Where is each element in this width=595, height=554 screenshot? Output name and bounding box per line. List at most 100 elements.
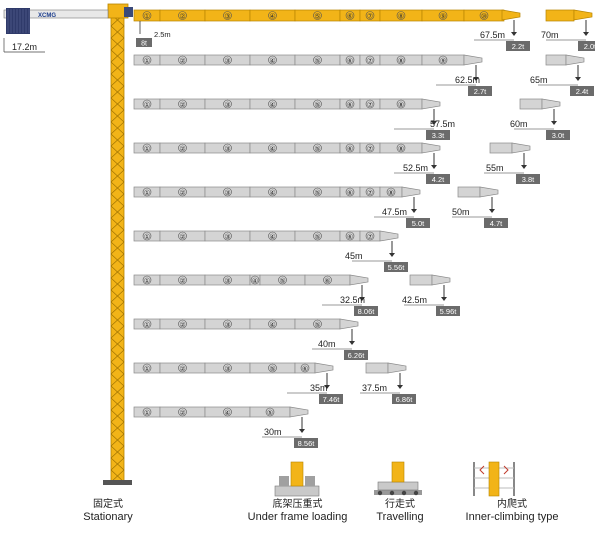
mast-body xyxy=(110,7,125,483)
segment-circle xyxy=(365,11,375,20)
segment-number: ① xyxy=(144,321,150,329)
segment-number: ② xyxy=(179,146,185,153)
mast-brace xyxy=(110,241,125,255)
segment-number: ④ xyxy=(269,101,275,109)
segment-number: ⑦ xyxy=(367,233,373,241)
jib-tip xyxy=(401,186,421,198)
caption-stationary-cn: 固定式 xyxy=(93,499,123,510)
wheel-icon xyxy=(377,490,383,496)
load-box xyxy=(294,438,318,448)
jib-row-4-tip-a: 52.5m4.2t xyxy=(394,142,450,184)
segment-circle xyxy=(142,143,152,153)
segment-number: ⑦ xyxy=(367,101,373,109)
radius-label: 60m xyxy=(510,119,528,129)
caption-stationary-en: Stationary xyxy=(83,511,133,523)
load-box xyxy=(354,306,378,316)
segment-circle xyxy=(345,55,355,65)
mast-stub xyxy=(391,461,405,483)
segment-number: ⑥ xyxy=(347,101,353,109)
radius-label: 70m xyxy=(541,30,559,40)
load-label: 6.26t xyxy=(348,351,366,360)
mast-brace xyxy=(110,301,125,315)
segment-number: ⑥ xyxy=(347,13,353,21)
mast-brace xyxy=(110,61,125,75)
mast-brace xyxy=(110,193,125,207)
segment-circle xyxy=(142,99,152,109)
jib-row-2-tip-b xyxy=(545,54,567,66)
segment-number: ⑤ xyxy=(314,13,320,21)
segment-number: ⑦ xyxy=(367,145,373,153)
load-label: 2.0t xyxy=(584,42,595,51)
jib-tip xyxy=(289,406,309,418)
segment-circle xyxy=(365,99,375,109)
segment-number: ④ xyxy=(269,13,275,21)
caption-travelling-en: Travelling xyxy=(376,511,424,523)
segment-circle xyxy=(223,363,232,373)
jib-segment xyxy=(489,142,513,154)
load-box xyxy=(319,394,343,404)
segment-number: ⑤ xyxy=(314,101,320,109)
segment-circle xyxy=(313,55,322,65)
mast-brace xyxy=(110,121,125,135)
frame-base xyxy=(274,485,320,497)
radius-label: 47.5m xyxy=(382,207,407,217)
segment-number: ④ xyxy=(269,189,275,197)
segment-number: ⑤ xyxy=(267,409,273,417)
hook-icon xyxy=(411,209,417,213)
segment-circle xyxy=(178,55,187,65)
segment-circle xyxy=(265,407,275,417)
load-label: 5.0t xyxy=(412,219,425,228)
segment-number: ⑥ xyxy=(302,365,308,373)
mast-brace xyxy=(110,289,125,303)
segment-circle xyxy=(345,231,355,241)
jib-row-8-tip-a: 40m 6.26t xyxy=(312,318,368,360)
jib-tip xyxy=(349,274,369,286)
segment-circle xyxy=(142,55,152,65)
segment-number: ⑤ xyxy=(279,277,285,285)
mast-brace xyxy=(110,229,125,243)
caption-travelling: 行走式 Travelling xyxy=(360,498,440,524)
mast-brace xyxy=(110,97,125,111)
segment-number: ② xyxy=(179,278,185,285)
segment-circle xyxy=(142,363,152,373)
segment-number: ⑧ xyxy=(398,145,404,153)
radius-label: 67.5m xyxy=(480,30,505,40)
mast-brace xyxy=(110,421,125,435)
radius-label: 40m xyxy=(318,339,336,349)
segment-circle xyxy=(223,319,232,329)
segment-circle xyxy=(223,55,232,65)
segment-number: ③ xyxy=(224,277,230,285)
radius-label: 62.5m xyxy=(455,75,480,85)
segment-circle xyxy=(142,11,152,20)
radius-label: 65m xyxy=(530,75,548,85)
jib-segment xyxy=(545,9,575,22)
mast-brace xyxy=(110,337,125,351)
caption-under-frame-cn: 底架压重式 xyxy=(272,499,323,510)
segment-circle xyxy=(396,11,406,20)
segment-number: ④ xyxy=(269,233,275,241)
segment-circle xyxy=(178,99,187,109)
icon-inner-climbing xyxy=(473,461,515,497)
segment-number: ② xyxy=(179,322,185,329)
load-box xyxy=(436,306,460,316)
hook-icon xyxy=(349,341,355,345)
segment-circle xyxy=(365,187,375,197)
segment-number: ③ xyxy=(224,101,230,109)
operator-cab-icon xyxy=(124,7,133,17)
segment-circle xyxy=(178,407,187,417)
jib-segment xyxy=(519,98,543,110)
jib-segment xyxy=(409,274,433,286)
segment-circle xyxy=(268,231,277,241)
jib-row-2-tip-a: 62.5m2.7t xyxy=(436,54,492,96)
radius-label: 42.5m xyxy=(402,295,427,305)
segment-number: ④ xyxy=(252,277,258,285)
segment-number: ① xyxy=(144,277,150,285)
load-box xyxy=(506,41,530,51)
